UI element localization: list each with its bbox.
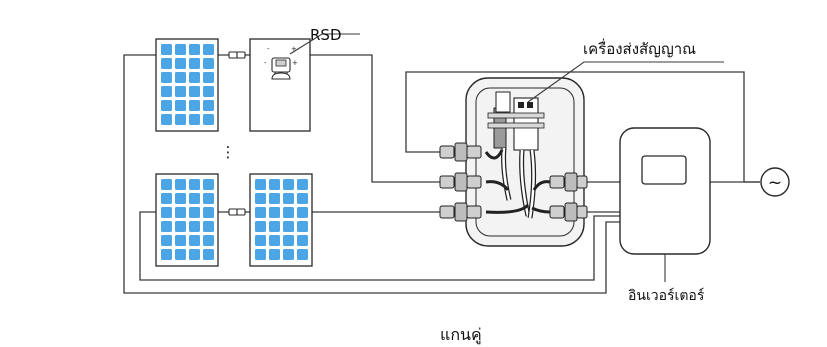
rsd-panel: - + - + bbox=[249, 33, 360, 132]
panel-connectors bbox=[228, 51, 246, 216]
svg-text:-: - bbox=[264, 59, 267, 67]
connector-icon bbox=[439, 142, 482, 162]
inverter bbox=[619, 127, 711, 282]
inverter-label: อินเวอร์เตอร์ bbox=[628, 287, 705, 304]
transmitter-label: เครื่องส่งสัญญาณ bbox=[583, 38, 696, 58]
transmitter-device-icon bbox=[484, 91, 551, 219]
connector-icon bbox=[236, 51, 246, 59]
connector-icon bbox=[439, 202, 482, 222]
connector-icon bbox=[439, 172, 482, 192]
wiring bbox=[123, 54, 760, 294]
connector-icon bbox=[228, 208, 238, 216]
svg-text:~: ~ bbox=[768, 173, 782, 193]
solar-panel-top-left bbox=[155, 38, 219, 132]
svg-text:+: + bbox=[291, 45, 297, 53]
rsd-label: RSD bbox=[310, 26, 342, 44]
solar-panel-bottom-left bbox=[155, 173, 219, 267]
rsd-device-icon: - + - + bbox=[264, 45, 298, 80]
enclosure-connectors bbox=[439, 142, 588, 222]
solar-panel-bottom-right bbox=[249, 173, 313, 267]
transmitter-enclosure bbox=[439, 61, 724, 247]
svg-text:+: + bbox=[292, 59, 298, 67]
connector-icon bbox=[236, 208, 246, 216]
svg-text:-: - bbox=[267, 45, 270, 53]
panel-ellipsis: ⋮ bbox=[221, 143, 236, 161]
diagram-caption: แกนคู่ bbox=[440, 325, 482, 345]
connector-icon bbox=[549, 172, 588, 192]
ac-source-icon: ~ bbox=[760, 167, 790, 197]
inverter-icon bbox=[619, 127, 711, 255]
connector-icon bbox=[228, 51, 238, 59]
connector-icon bbox=[549, 202, 588, 222]
